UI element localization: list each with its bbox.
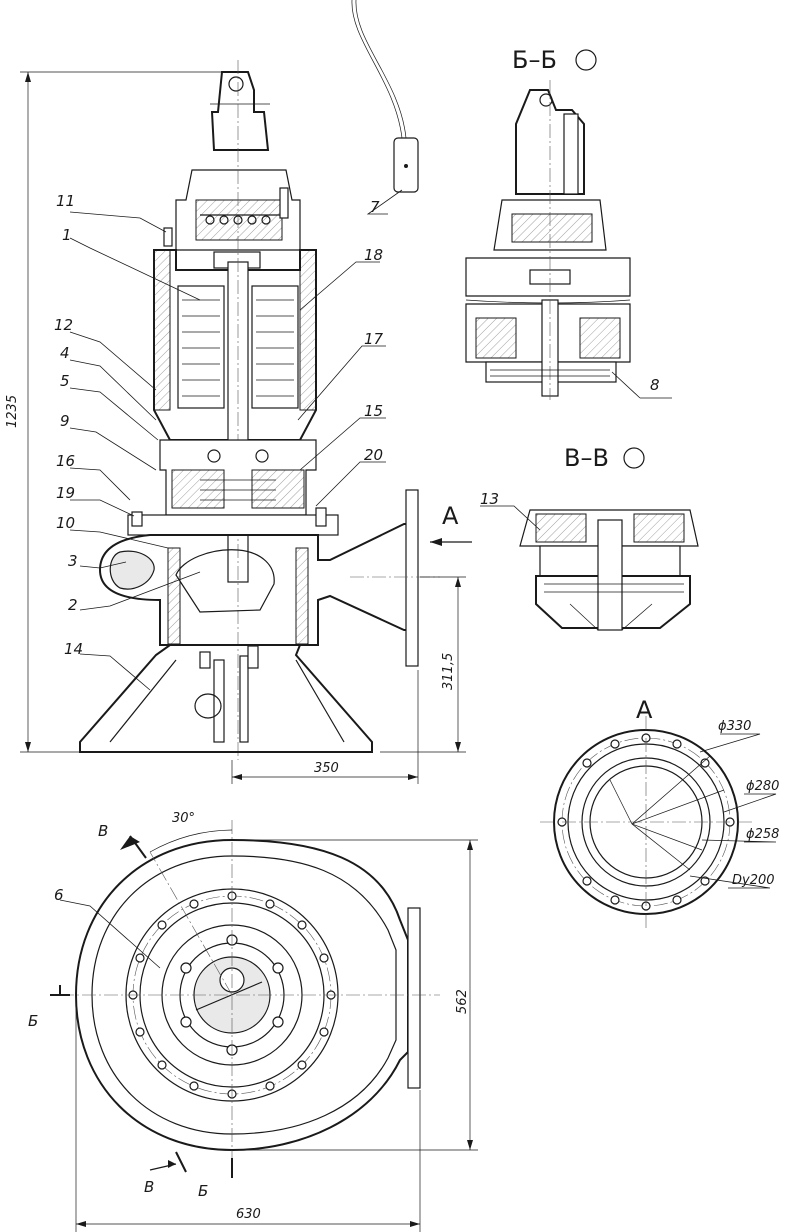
part-label-13: 13 — [480, 490, 499, 508]
part-label-12: 12 — [54, 316, 73, 334]
part-label-14: 14 — [64, 640, 83, 658]
part-label-15: 15 — [364, 402, 383, 420]
part-label-4: 4 — [60, 344, 70, 362]
part-label-11: 11 — [56, 192, 75, 210]
part-label-3: 3 — [68, 552, 78, 570]
part-label-2: 2 — [68, 596, 78, 614]
part-label-9: 9 — [60, 412, 70, 430]
dim-width-axis: 350 — [314, 761, 339, 776]
dim-length-plan: 630 — [236, 1207, 261, 1222]
section-title-vv: В–В — [564, 444, 609, 472]
part-label-20: 20 — [364, 446, 383, 464]
part-label-10: 10 — [56, 514, 75, 532]
view-arrow-label-a: А — [442, 502, 459, 530]
section-titles: Б–Б В–В А А — [442, 46, 653, 724]
cut-mark-v-top: В — [98, 822, 108, 840]
part-label-17: 17 — [364, 330, 384, 348]
dim-d330: ϕ330 — [718, 719, 751, 734]
dim-d258: ϕ258 — [746, 827, 779, 842]
dimension-labels: 1235 311,5 350 30° 562 630 ϕ330 ϕ280 ϕ25… — [5, 395, 779, 1222]
view-a-flange — [540, 716, 777, 928]
part-label-16: 16 — [56, 452, 75, 470]
cut-mark-labels: В Б В Б — [28, 822, 208, 1200]
part-label-5: 5 — [60, 372, 70, 390]
dim-height-outlet: 311,5 — [441, 653, 456, 690]
section-title-bb: Б–Б — [512, 46, 557, 74]
part-label-18: 18 — [364, 246, 383, 264]
plan-view — [50, 820, 478, 1232]
dim-dy200: Dy200 — [732, 873, 775, 888]
part-labels: 11 1 18 7 12 4 5 17 9 15 16 20 19 10 3 2… — [54, 192, 660, 904]
cut-mark-b-left: Б — [28, 1012, 38, 1030]
view-title-a: А — [636, 696, 653, 724]
part-label-19: 19 — [56, 484, 75, 502]
part-label-7: 7 — [370, 198, 380, 216]
section-vv-view — [480, 447, 699, 631]
part-label-1: 1 — [62, 226, 72, 244]
cut-mark-b-bottom: Б — [198, 1182, 208, 1200]
main-elevation-view — [20, 0, 472, 784]
part-label-8: 8 — [650, 376, 660, 394]
section-bb-view — [465, 49, 672, 400]
dim-height-total: 1235 — [5, 395, 20, 428]
cut-mark-v-bottom: В — [144, 1178, 154, 1196]
dim-d280: ϕ280 — [746, 779, 779, 794]
part-label-6: 6 — [54, 886, 64, 904]
dim-angle: 30° — [172, 811, 195, 826]
dim-width-plan: 562 — [455, 989, 470, 1014]
